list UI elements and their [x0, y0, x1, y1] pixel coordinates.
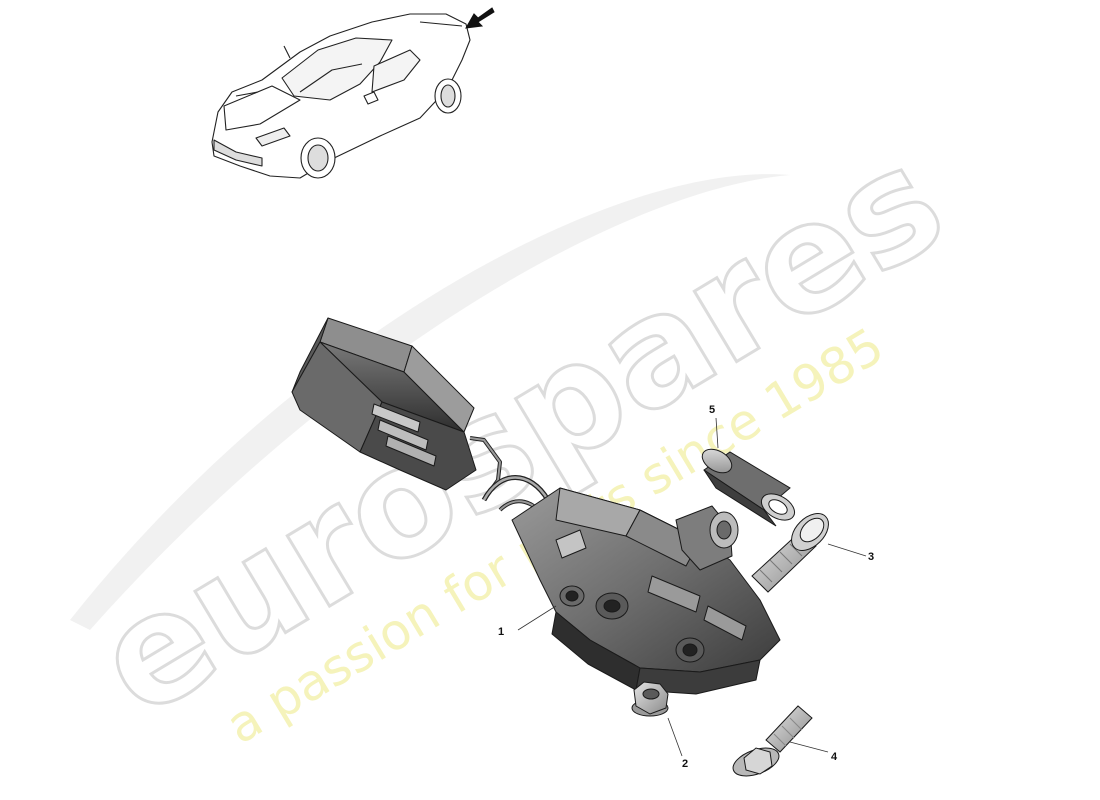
callout-label: 5	[709, 404, 715, 416]
bolt-part-3	[751, 513, 829, 593]
nut-part	[631, 681, 669, 717]
watermark: eurospares a passion for parts since 198…	[67, 112, 973, 756]
watermark-brand: eurospares	[69, 113, 972, 751]
callout-4: 4	[789, 741, 838, 763]
leader-line	[715, 417, 719, 449]
callout-label: 1	[498, 626, 504, 638]
callout-3: 3	[827, 543, 874, 563]
leader-line	[789, 741, 829, 753]
leader-line	[517, 605, 557, 631]
bolt-part-4	[732, 705, 813, 777]
callout-5: 5	[709, 404, 719, 449]
callout-label: 3	[868, 551, 874, 563]
callout-1: 1	[498, 605, 557, 638]
callout-2: 2	[667, 717, 688, 770]
connector-part	[291, 317, 502, 502]
callout-label: 2	[682, 758, 688, 770]
leader-line	[667, 717, 683, 757]
leader-line	[827, 543, 867, 557]
car-icon	[211, 13, 471, 179]
arrow-icon	[465, 7, 495, 29]
callout-label: 4	[831, 751, 838, 763]
module-part	[481, 475, 781, 695]
spacer-part	[701, 448, 796, 527]
